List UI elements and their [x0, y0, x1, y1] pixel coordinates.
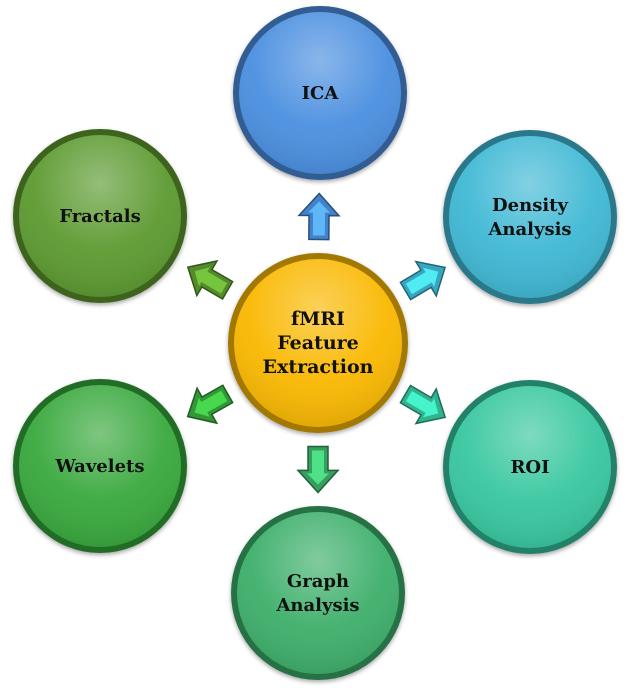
node-graph-analysis-label-line: Analysis [275, 595, 359, 616]
arrows-layer [186, 192, 447, 494]
node-wavelets-gloss [19, 385, 181, 547]
arrow-to-graph-analysis [296, 445, 340, 494]
arrow-highlight [405, 267, 439, 295]
node-center-gloss [234, 259, 402, 427]
node-center-label-line: Feature [277, 332, 359, 354]
node-wavelets-label-line: Wavelets [55, 456, 145, 477]
arrow-highlight [194, 390, 228, 417]
arrow-to-roi [399, 384, 447, 425]
node-wavelets: Wavelets [13, 379, 187, 553]
node-ica-gloss [239, 12, 401, 174]
node-roi-label-line: ROI [510, 457, 549, 478]
arrow-highlight [307, 450, 329, 485]
node-graph-analysis-label-line: Graph [287, 571, 349, 592]
node-density-analysis-label-line: Density [492, 195, 568, 216]
node-center-label-line: fMRI [291, 308, 345, 330]
arrow-to-wavelets [186, 384, 234, 425]
arrow-highlight [308, 201, 331, 236]
node-ica: ICA [233, 6, 407, 180]
arrow-highlight [405, 390, 439, 418]
node-graph-analysis-gloss [237, 512, 399, 674]
node-roi: ROI [443, 380, 617, 554]
node-fractals-label-line: Fractals [59, 206, 141, 227]
node-fractals-gloss [19, 135, 181, 297]
node-fractals: Fractals [13, 129, 187, 303]
arrow-highlight [194, 267, 228, 294]
node-density-analysis-label-line: Analysis [487, 219, 571, 240]
arrow-to-density-analysis [399, 260, 447, 301]
node-ica-label-line: ICA [302, 83, 340, 104]
arrow-to-ica [297, 192, 341, 241]
node-roi-gloss [449, 386, 611, 548]
node-density-analysis-gloss [449, 136, 611, 298]
node-center-label-line: Extraction [263, 356, 374, 378]
arrow-to-fractals [186, 259, 234, 300]
